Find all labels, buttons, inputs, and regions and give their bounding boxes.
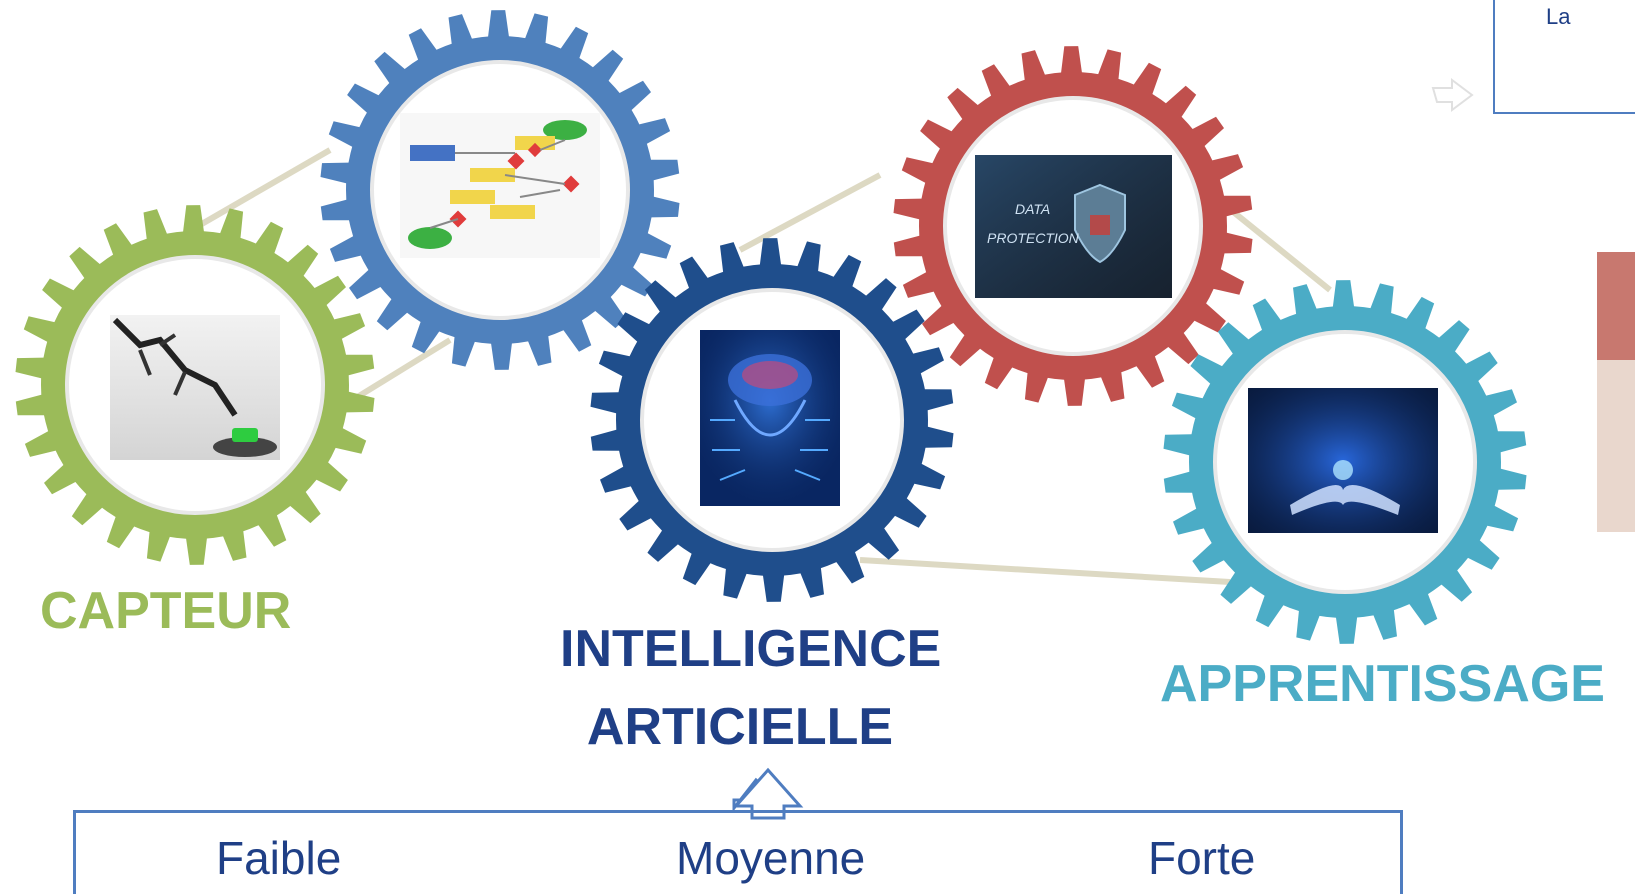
intelligence-scale-box: Faible Moyenne Forte (73, 810, 1403, 894)
gear-center-ring (370, 60, 630, 320)
connector-line (198, 147, 332, 228)
scale-low: Faible (216, 832, 342, 884)
label-intelligence-line2: ARTICIELLE (586, 698, 894, 756)
gear-center-ring (1213, 330, 1477, 594)
image-text-protection: PROTECTION (987, 230, 1080, 246)
corner-text-box: La (1493, 0, 1635, 114)
image-text-data: DATA (1015, 201, 1050, 217)
label-capteur: CAPTEUR (40, 582, 292, 640)
gear-center-ring (65, 255, 325, 515)
label-intelligence: INTELLIGENCE ARTICIELLE (560, 610, 942, 766)
partial-photo-image (1597, 252, 1635, 532)
scale-mid: Moyenne (676, 832, 866, 884)
label-intelligence-line1: INTELLIGENCE (560, 620, 942, 678)
digital-brain-image (700, 330, 840, 506)
label-apprentissage: APPRENTISSAGE (1160, 655, 1605, 713)
connector-line (859, 557, 1231, 585)
robot-arm-image (110, 315, 280, 460)
digital-book-image (1248, 388, 1438, 533)
scale-high: Forte (1148, 832, 1256, 884)
arrow-icon (1431, 78, 1474, 112)
corner-box-text: La (1546, 4, 1571, 29)
connector-line (738, 172, 882, 253)
flowchart-image (400, 113, 600, 258)
data-protection-image: DATA PROTECTION (975, 155, 1172, 298)
gear-center-ring (640, 288, 904, 552)
gear-center-ring (943, 96, 1203, 356)
